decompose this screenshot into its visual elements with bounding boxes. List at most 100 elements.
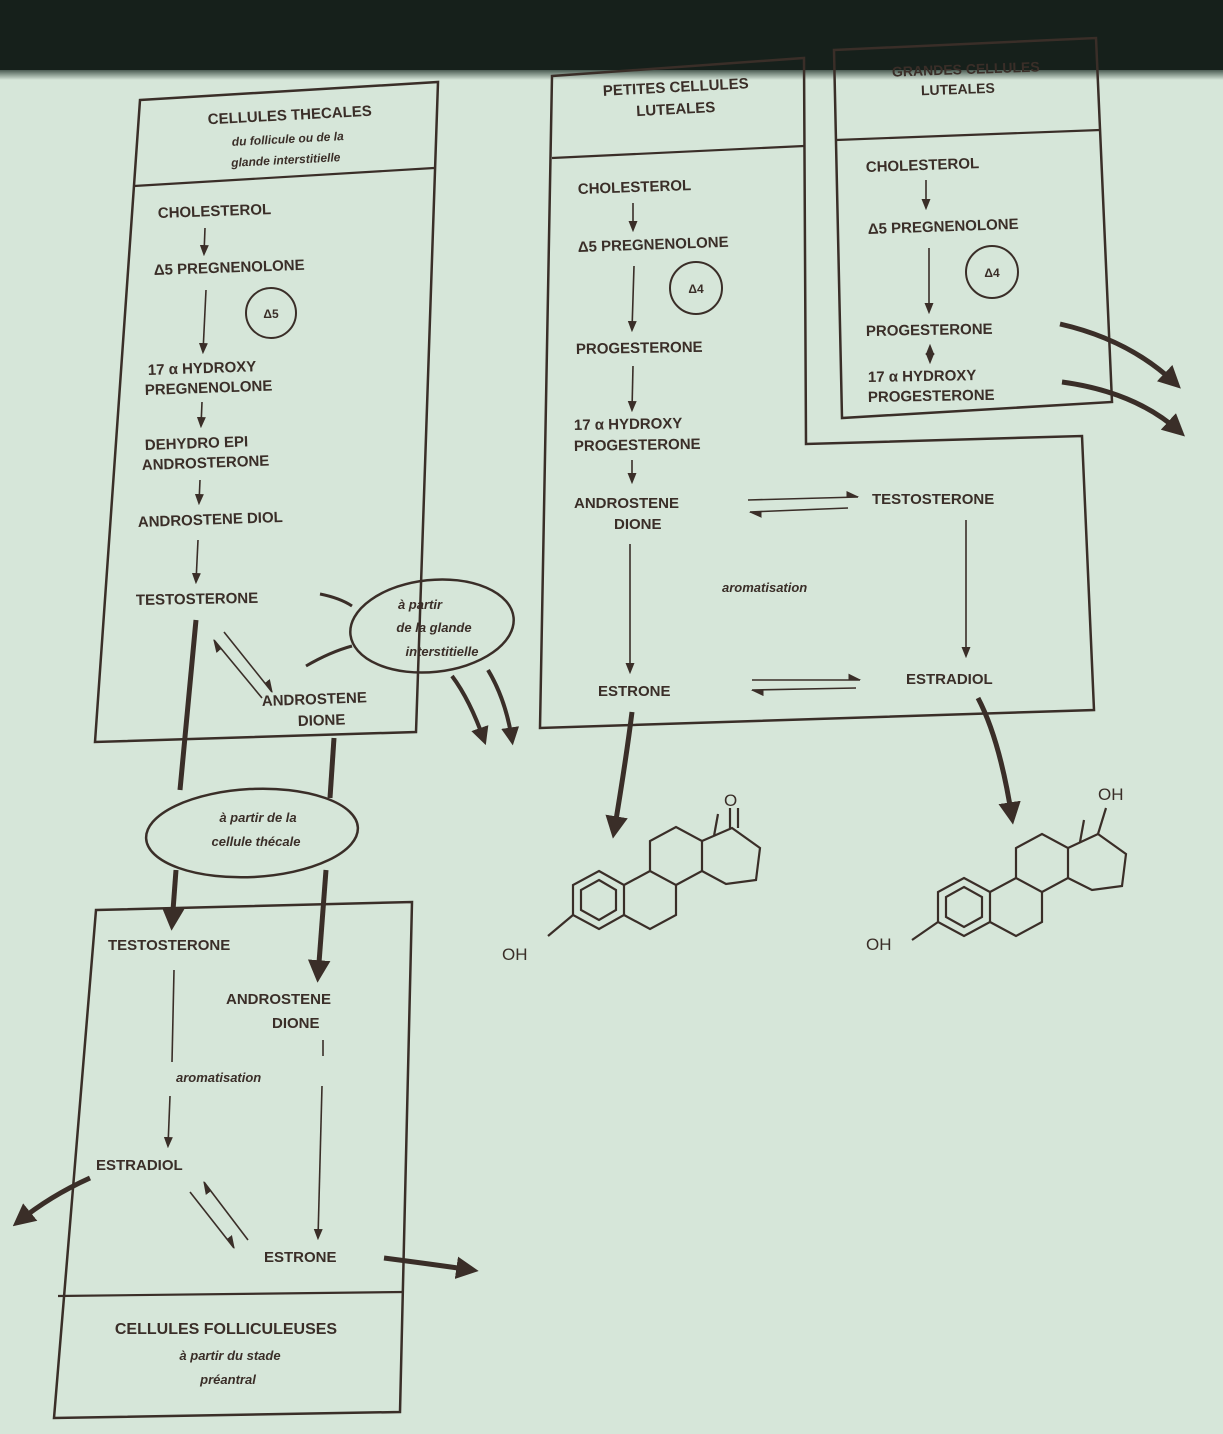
estrone-ring-c (648, 825, 704, 886)
follicular-androstenedione-line2: DIONE (272, 1015, 320, 1032)
small-luteal-title-divider (551, 144, 805, 160)
thecal-cholesterol: CHOLESTEROL (158, 201, 272, 222)
estrone-hydroxyl-label: OH (502, 945, 528, 964)
large-luteal-title-divider (835, 128, 1101, 142)
large-luteal-hydroxy-output-arrow (1061, 379, 1185, 437)
thecal-pregnenolone: Δ5 PREGNENOLONE (154, 257, 305, 279)
thecal-dhea-line2: ANDROSTERONE (142, 453, 270, 474)
small-luteal-progesterone: PROGESTERONE (576, 339, 703, 358)
thecal-hydroxy: 17 α HYDROXY (148, 358, 257, 379)
interstitial-oval-line2: de la glande (396, 620, 471, 635)
small-luteal-title-line2: LUTEALES (636, 99, 716, 120)
thecal-arrow-hydroxy-dhea (196, 401, 206, 429)
follicular-androstenedione: ANDROSTENE (226, 991, 331, 1008)
large-luteal-title-line2: LUTEALES (921, 80, 995, 99)
thecal-origin-oval: à partir de la cellule thécale (144, 787, 360, 879)
thecal-title: CELLULES THECALES (207, 103, 372, 129)
large-luteal-enzyme-circle (965, 245, 1019, 299)
estrone-molecule: O OH (502, 791, 762, 964)
estradiol-hydroxyl-bond (911, 921, 939, 941)
estradiol-hydroxyl-label: OH (866, 935, 892, 954)
interstitial-origin-oval: à partir de la glande interstitielle (349, 578, 520, 746)
large-luteal-cholesterol: CHOLESTEROL (866, 155, 980, 176)
thecal-enzyme-circle (245, 287, 297, 339)
projector-top-bar (0, 0, 1223, 70)
small-luteal-hydroxy: 17 α HYDROXY (574, 415, 683, 434)
small-luteal-title: PETITES CELLULES (602, 75, 749, 100)
small-luteal-arrow-preg-prog (627, 265, 637, 333)
follicular-estrone-output-arrow (383, 1255, 479, 1279)
estrone-to-molecule-arrow (605, 711, 635, 839)
large-luteal-cells-box: GRANDES CELLULES LUTEALES CHOLESTEROL Δ5… (832, 36, 1114, 420)
estrone-methyl (712, 813, 720, 837)
follicular-caption-divider (57, 1290, 405, 1298)
small-luteal-estradiol-to-estrone (750, 687, 857, 697)
follicular-arrow-andro-estrone (313, 1085, 323, 1241)
thecal-testosterone: TESTOSTERONE (136, 590, 259, 609)
interstitial-oval-line3: interstitielle (406, 644, 479, 659)
thecal-oval-line2: cellule thécale (212, 834, 301, 849)
estradiol-ring-b (989, 876, 1044, 938)
large-luteal-progesterone-output-arrow (1059, 321, 1181, 389)
small-luteal-cholesterol: CHOLESTEROL (578, 177, 692, 198)
follicular-aromatisation: aromatisation (176, 1070, 261, 1085)
large-luteal-box-outline (832, 36, 1114, 420)
thecal-andro-to-testo (213, 639, 263, 699)
follicular-estrone-to-estradiol (203, 1180, 249, 1241)
interstitial-output-arrow-1 (450, 674, 489, 746)
thecal-arrow-dhea-diol (194, 479, 204, 506)
thecal-oval-line1: à partir de la (219, 810, 296, 825)
thecal-testosterone-to-follicular (177, 619, 199, 791)
follicular-estradiol-output-arrow (12, 1175, 92, 1227)
thecal-androstenedione-line2: DIONE (298, 711, 346, 730)
interstitial-oval-line1: à partir (398, 597, 443, 612)
small-luteal-andro-to-testo (747, 490, 860, 501)
estradiol-to-molecule-arrow (975, 696, 1021, 825)
thecal-title-line3: glande interstitielle (230, 150, 341, 170)
estradiol-ring-d (1067, 832, 1128, 892)
thecal-arrow-chol-preg (199, 227, 209, 257)
projector-shadow (0, 70, 1223, 80)
thecal-title-divider (133, 166, 435, 188)
thecal-box-outline (93, 80, 440, 744)
estrone-ring-a-inner (579, 878, 618, 922)
estradiol-molecule: OH OH (866, 785, 1128, 954)
small-luteal-testo-to-andro (748, 507, 849, 518)
follicular-cells-box: TESTOSTERONE ANDROSTENE DIONE aromatisat… (52, 900, 414, 1420)
large-luteal-pregnenolone: Δ5 PREGNENOLONE (868, 216, 1019, 238)
thecal-dhea: DEHYDRO EPI (145, 433, 249, 454)
estrone-ketone-label: O (724, 791, 737, 810)
estradiol-ring-c (1014, 832, 1070, 893)
small-luteal-aromatisation: aromatisation (722, 580, 807, 595)
thecal-androstenedione-to-follicular (327, 737, 337, 799)
small-luteal-hydroxy-line2: PROGESTERONE (574, 436, 701, 455)
follicular-caption-line3: préantral (199, 1372, 256, 1387)
estradiol-top-hydroxyl-bond (1096, 807, 1108, 835)
thecal-hydroxy-line2: PREGNENOLONE (145, 378, 273, 399)
follicular-caption-title: CELLULES FOLLICULEUSES (115, 1321, 338, 1338)
small-luteal-estrone: ESTRONE (598, 683, 671, 700)
luteal-box-outline (538, 56, 1096, 730)
estradiol-ring-a-inner (944, 885, 984, 929)
follicular-estradiol: ESTRADIOL (96, 1157, 183, 1174)
thecal-arrow-preg-hydroxy (198, 289, 208, 355)
small-luteal-arrow-prog-hydroxy (627, 365, 637, 413)
thecal-arrow-diol-testo (191, 539, 201, 585)
thecal-androstenedione-to-follicular-lower (307, 869, 331, 983)
estradiol-methyl (1078, 819, 1086, 843)
estradiol-top-hydroxyl-label: OH (1098, 785, 1124, 804)
interstitial-output-arrow-2 (486, 668, 520, 746)
follicular-box-outline (52, 900, 414, 1420)
thecal-androstenedione: ANDROSTENE (262, 689, 368, 710)
large-luteal-hydroxy-line2: PROGESTERONE (868, 387, 995, 406)
large-luteal-progesterone: PROGESTERONE (866, 321, 993, 340)
large-luteal-enzyme-label: Δ4 (984, 266, 1000, 280)
small-luteal-enzyme-circle (669, 261, 723, 315)
thecal-title-line2: du follicule ou de la (231, 129, 344, 149)
luteal-cells-box: PETITES CELLULES LUTEALES CHOLESTEROL Δ5… (538, 56, 1096, 730)
follicular-caption-line2: à partir du stade (179, 1348, 280, 1363)
thecal-androstene-diol: ANDROSTENE DIOL (138, 509, 284, 531)
estrone-ring-b (623, 869, 678, 931)
